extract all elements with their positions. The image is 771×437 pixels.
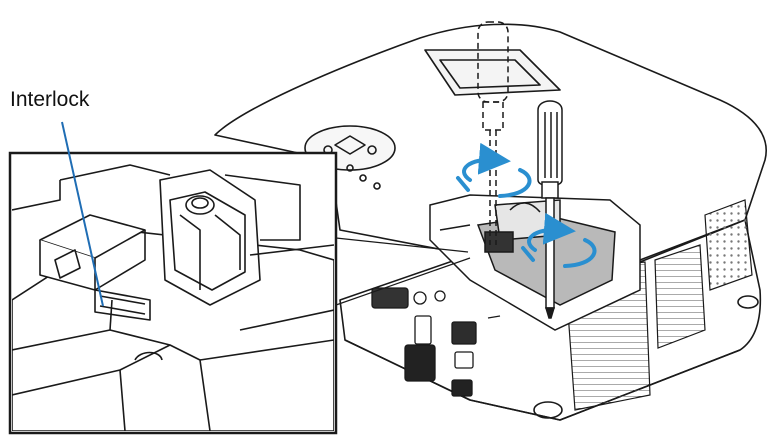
interlock-inset — [10, 153, 336, 433]
interlock-label: Interlock — [10, 88, 89, 112]
